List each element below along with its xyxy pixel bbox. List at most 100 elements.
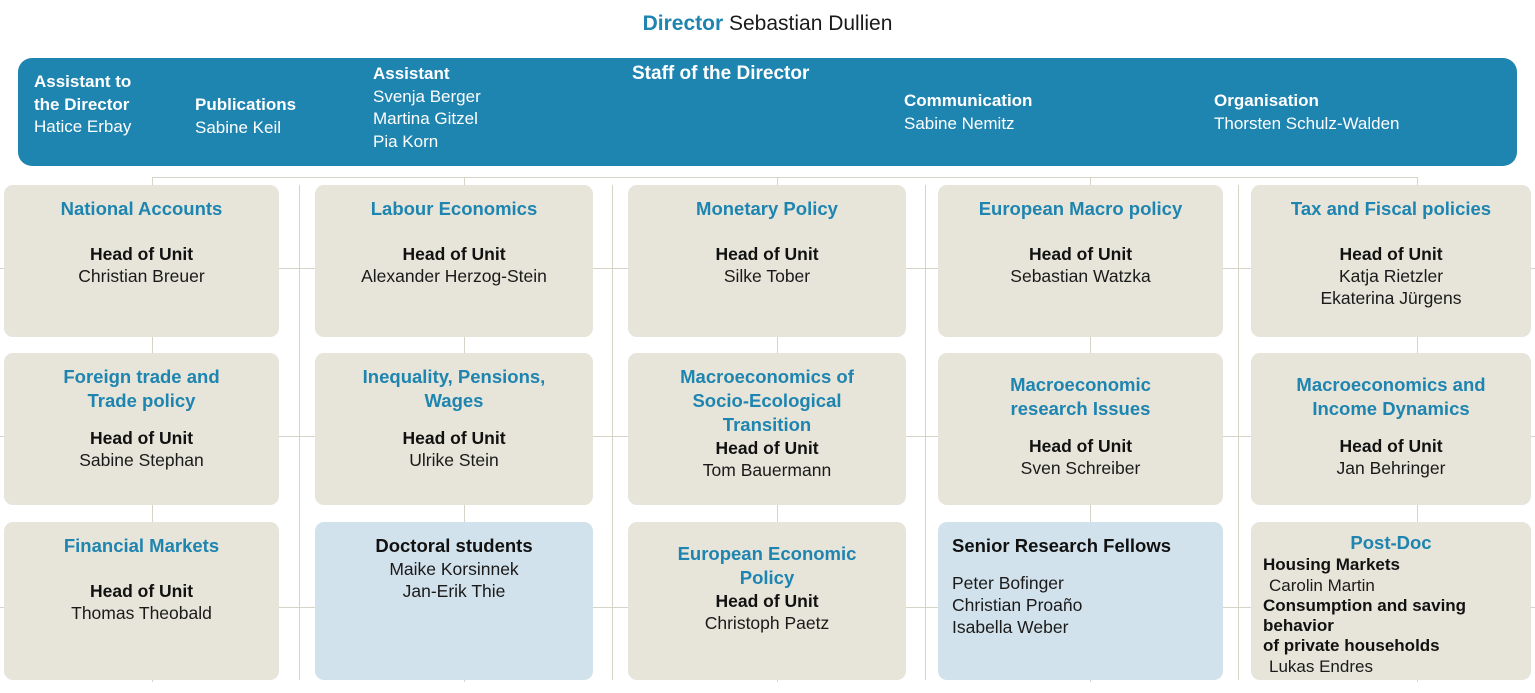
staff-person-name: Hatice Erbay [34, 117, 132, 136]
unit-title-line2: Trade policy [87, 390, 196, 411]
unit-card-macroeconomic-research-issues[interactable]: Macroeconomic research Issues Head of Un… [938, 353, 1223, 505]
unit-title-line2: Policy [739, 567, 795, 588]
person-name: Tom Bauermann [702, 460, 832, 480]
person-name: Silke Tober [723, 266, 811, 286]
role-label: Head of Unit [715, 244, 819, 264]
unit-card-national-accounts[interactable]: National Accounts Head of Unit Christian… [4, 185, 279, 337]
staff-block-organisation: Organisation Thorsten Schulz-Walden [1214, 90, 1400, 135]
role-label: Head of Unit [715, 591, 819, 611]
unit-card-european-macro-policy[interactable]: European Macro policy Head of Unit Sebas… [938, 185, 1223, 337]
staff-role-label: Communication [904, 91, 1033, 110]
person-name: Ulrike Stein [409, 450, 499, 470]
connector-gutter-1 [299, 185, 300, 680]
staff-block-assistant-to-the-director: Assistant to the Director Hatice Erbay [34, 71, 131, 139]
director-label: Director [642, 12, 724, 35]
unit-card-senior-research-fellows[interactable]: Senior Research Fellows Peter Bofinger C… [938, 522, 1223, 680]
director-name: Sebastian Dullien [728, 12, 893, 35]
role-label: Head of Unit [89, 244, 194, 264]
connector-gutter-2 [612, 185, 613, 680]
director-heading: Director Sebastian Dullien [0, 10, 1535, 38]
unit-card-labour-economics[interactable]: Labour Economics Head of Unit Alexander … [315, 185, 593, 337]
role-label: Head of Unit [89, 581, 194, 601]
person-name: Sebastian Watzka [1010, 266, 1151, 286]
staff-role-label-line2: the Director [34, 94, 130, 114]
role-label: Head of Unit [1339, 436, 1443, 456]
postdoc-topic-line2: of private households [1263, 636, 1440, 655]
unit-title-line2: Socio-Ecological [692, 390, 842, 411]
unit-card-macroeconomics-and-income-dynamics[interactable]: Macroeconomics and Income Dynamics Head … [1251, 353, 1531, 505]
unit-card-monetary-policy[interactable]: Monetary Policy Head of Unit Silke Tober [628, 185, 906, 337]
staff-block-assistant: Assistant Svenja Berger Martina Gitzel P… [373, 63, 481, 153]
unit-card-financial-markets[interactable]: Financial Markets Head of Unit Thomas Th… [4, 522, 279, 680]
unit-title: Macroeconomic [1010, 374, 1151, 395]
person-name: Maike Korsinnek [389, 559, 519, 579]
person-name: Christian Proaño [952, 595, 1083, 615]
person-name: Katja Rietzler [1338, 266, 1444, 286]
person-name: Isabella Weber [952, 617, 1069, 637]
unit-title: Labour Economics [370, 198, 538, 219]
staff-person-name: Martina Gitzel [373, 109, 478, 128]
postdoc-topic: Housing Markets [1263, 555, 1400, 574]
unit-title-line2: Wages [424, 390, 484, 411]
person-name: Thomas Theobald [71, 603, 212, 623]
group-title: Senior Research Fellows [952, 535, 1172, 556]
postdoc-name: Carolin Martin [1269, 576, 1375, 595]
unit-title: Monetary Policy [696, 198, 838, 219]
staff-block-publications: Publications Sabine Keil [195, 94, 296, 139]
role-label: Head of Unit [402, 244, 506, 264]
staff-block-communication: Communication Sabine Nemitz [904, 90, 1032, 135]
unit-title: European Macro policy [978, 198, 1183, 219]
connector-gutter-3 [925, 185, 926, 680]
unit-title: Macroeconomics and [1296, 374, 1486, 395]
unit-card-european-economic-policy[interactable]: European Economic Policy Head of Unit Ch… [628, 522, 906, 680]
unit-card-foreign-trade-and-trade-policy[interactable]: Foreign trade and Trade policy Head of U… [4, 353, 279, 505]
person-name: Christoph Paetz [704, 613, 830, 633]
staff-person-name: Sabine Nemitz [904, 113, 1015, 133]
staff-role-label: Publications [195, 95, 297, 114]
unit-card-inequality-pensions-wages[interactable]: Inequality, Pensions, Wages Head of Unit… [315, 353, 593, 505]
postdoc-topic: Consumption and saving behavior [1263, 596, 1467, 635]
unit-title-line2: Income Dynamics [1312, 398, 1470, 419]
unit-title-line2: research Issues [1010, 398, 1151, 419]
unit-card-doctoral-students[interactable]: Doctoral students Maike Korsinnek Jan-Er… [315, 522, 593, 680]
connector-gutter-4 [1238, 185, 1239, 680]
role-label: Head of Unit [715, 438, 819, 458]
staff-role-label: Organisation [1214, 91, 1319, 110]
unit-title: Tax and Fiscal policies [1290, 198, 1492, 219]
unit-title: Inequality, Pensions, [362, 366, 546, 387]
group-title: Doctoral students [375, 535, 533, 556]
postdoc-name: Lukas Endres [1269, 657, 1373, 676]
staff-role-label: Assistant to [34, 72, 132, 91]
unit-title: Macroeconomics of [680, 366, 854, 387]
staff-role-label: Assistant [373, 64, 450, 83]
role-label: Head of Unit [1028, 244, 1133, 264]
staff-person-name: Svenja Berger [373, 86, 481, 106]
person-name: Ekaterina Jürgens [1320, 288, 1462, 308]
unit-card-macroeconomics-of-socio-ecological-transition[interactable]: Macroeconomics of Socio-Ecological Trans… [628, 353, 906, 505]
person-name: Sven Schreiber [1020, 458, 1141, 478]
person-name: Alexander Herzog-Stein [361, 266, 547, 286]
staff-person-name: Pia Korn [373, 131, 439, 151]
staff-of-the-director-banner: Staff of the Director Assistant to the D… [18, 58, 1517, 166]
unit-title: Foreign trade and [63, 366, 220, 387]
person-name: Peter Bofinger [952, 573, 1064, 593]
unit-title: European Economic [677, 543, 857, 564]
group-title: Post-Doc [1350, 532, 1432, 553]
unit-title-line3: Transition [722, 414, 812, 435]
person-name: Sabine Stephan [79, 450, 204, 470]
unit-title: National Accounts [60, 198, 223, 219]
role-label: Head of Unit [89, 428, 194, 448]
unit-card-tax-and-fiscal-policies[interactable]: Tax and Fiscal policies Head of Unit Kat… [1251, 185, 1531, 337]
staff-person-name: Thorsten Schulz-Walden [1214, 113, 1400, 133]
staff-person-name: Sabine Keil [195, 117, 282, 137]
role-label: Head of Unit [1339, 244, 1443, 264]
person-name: Christian Breuer [78, 266, 205, 286]
role-label: Head of Unit [1028, 436, 1133, 456]
person-name: Jan Behringer [1336, 458, 1446, 478]
role-label: Head of Unit [402, 428, 506, 448]
staff-banner-title: Staff of the Director [632, 63, 810, 84]
person-name: Jan-Erik Thie [402, 581, 506, 601]
connector-bus-horizontal [152, 177, 1417, 178]
unit-card-post-doc[interactable]: Post-Doc Housing Markets Carolin Martin … [1251, 522, 1531, 680]
